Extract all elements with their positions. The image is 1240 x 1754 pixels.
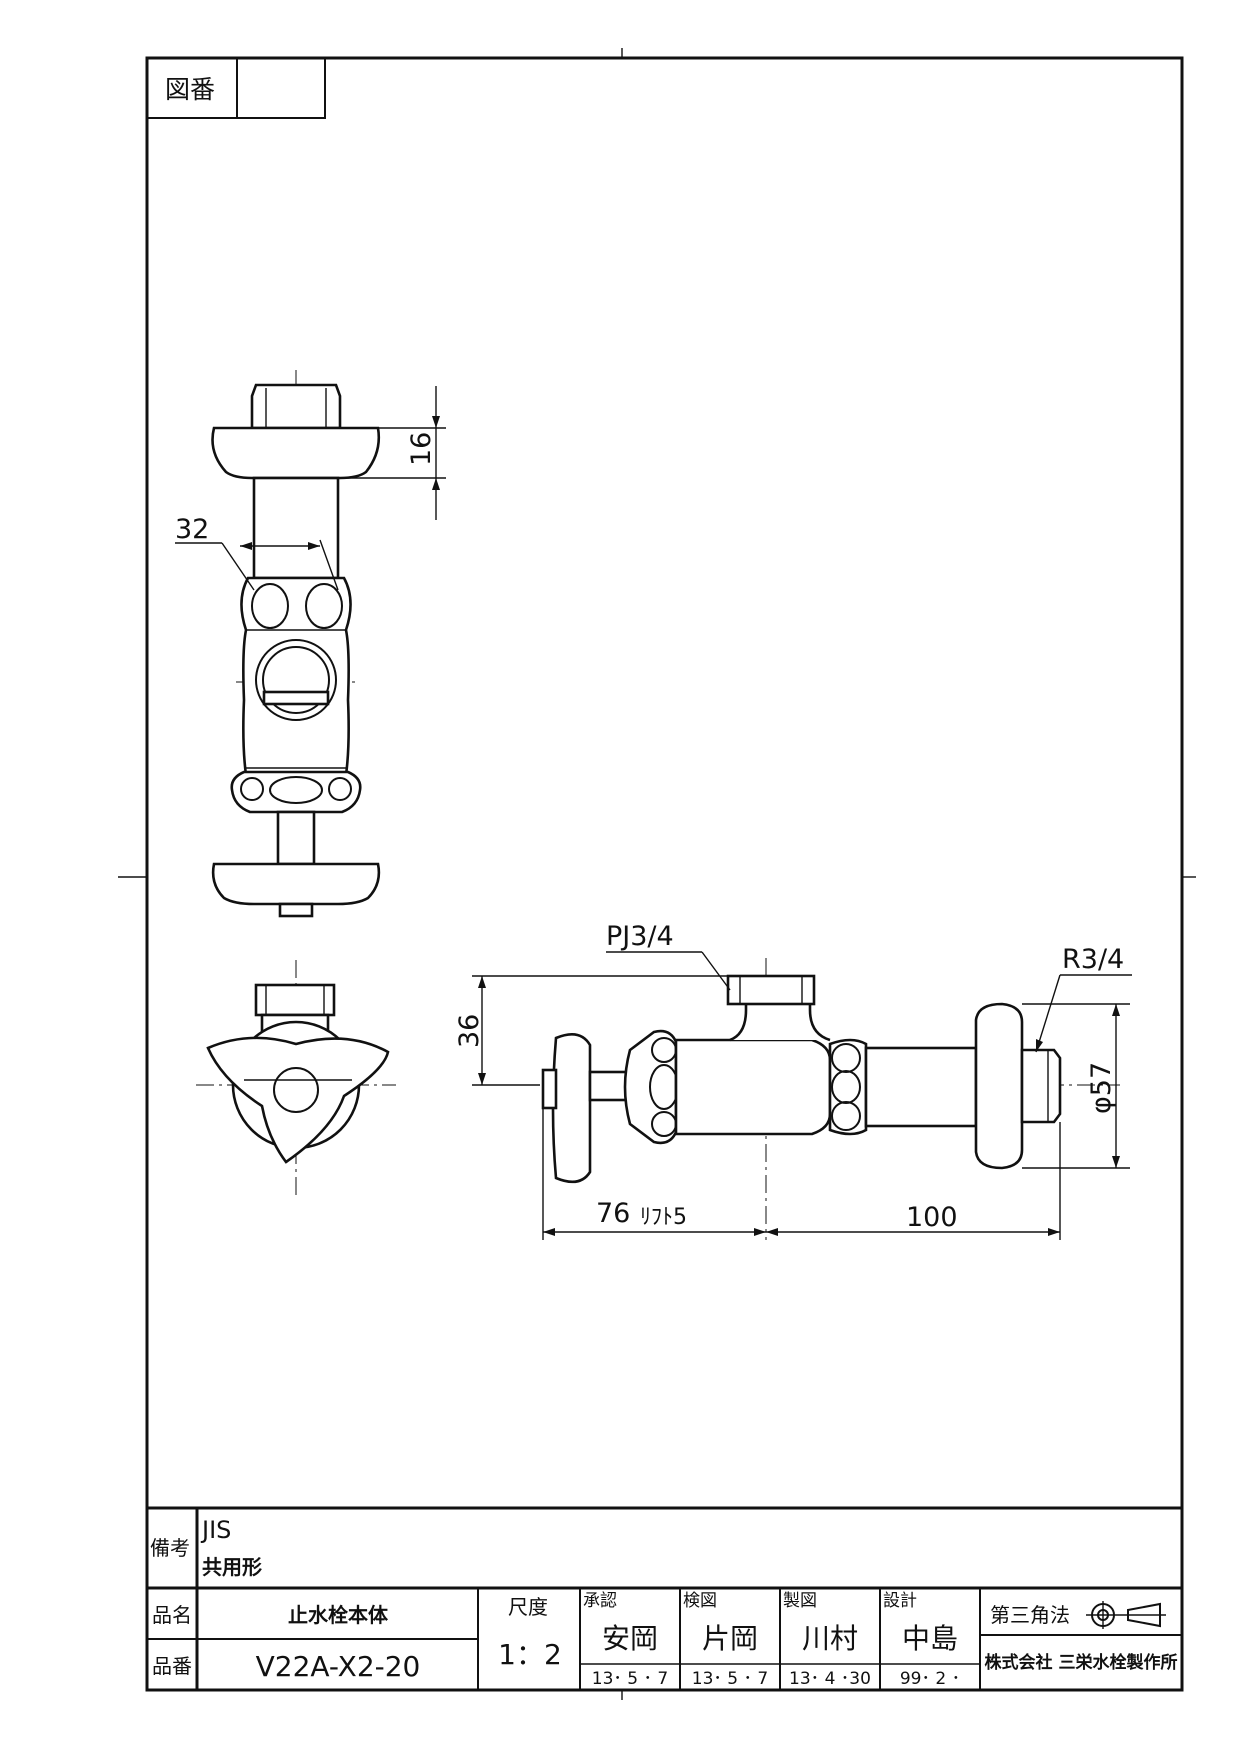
product-name-label: 品名: [152, 1603, 192, 1627]
designed-label: 設計: [883, 1591, 917, 1611]
sheet-border: [145, 56, 1184, 1692]
remarks-label: 備考: [150, 1536, 190, 1560]
product-number-label: 品番: [152, 1654, 192, 1678]
checked-name: 片岡: [702, 1622, 758, 1655]
product-number: V22A-X2-20: [256, 1650, 421, 1683]
designed-date: 99･ 2 ･: [900, 1669, 960, 1689]
top-view-dimensions: 16 32: [175, 386, 446, 591]
drawn-date: 13･ 4 ･30: [789, 1669, 871, 1689]
front-view: [196, 960, 396, 1200]
top-view: [211, 370, 381, 918]
drawing-number-box: 図番: [146, 57, 326, 119]
checked-label: 検図: [683, 1591, 717, 1611]
scale-value: 1：2: [498, 1638, 562, 1671]
approved-date: 13･ 5 ･ 7: [592, 1669, 668, 1689]
dim-height-36: 36: [454, 1014, 485, 1048]
thread-r: R3/4: [1062, 944, 1124, 975]
drawn-label: 製図: [783, 1591, 817, 1611]
dim-width-32: 32: [175, 514, 209, 545]
scale-label: 尺度: [508, 1595, 548, 1619]
designed-name: 中島: [902, 1622, 958, 1655]
checked-date: 13･ 5 ･ 7: [692, 1669, 768, 1689]
dim-height-16: 16: [406, 432, 437, 466]
thread-pj: PJ3/4: [606, 921, 674, 952]
drawn-name: 川村: [802, 1622, 858, 1655]
remarks-line2: 共用形: [202, 1555, 262, 1579]
title-block: 備考 JIS 共用形 品名 止水栓本体 品番 V22A-X2-20 尺度 1：2…: [147, 1506, 1182, 1690]
product-name: 止水栓本体: [288, 1603, 389, 1627]
approved-name: 安岡: [602, 1622, 658, 1655]
dim-length-100: 100: [906, 1202, 958, 1233]
side-view: [488, 958, 1120, 1240]
projection-label: 第三角法: [990, 1603, 1070, 1627]
company-name: 株式会社 三栄水栓製作所: [985, 1652, 1178, 1673]
dim-lift: ﾘﾌﾄ5: [640, 1205, 687, 1230]
centering-marks: [118, 48, 1196, 1700]
dim-length-76: 76: [596, 1198, 630, 1229]
dim-diameter-57: φ57: [1086, 1062, 1117, 1114]
side-view-dimensions: 36 PJ3/4 R3/4 φ57 76 ﾘﾌﾄ5 100: [454, 921, 1132, 1240]
drawing-number-label: 図番: [165, 75, 215, 104]
third-angle-projection-icon: [1086, 1601, 1166, 1629]
approved-label: 承認: [583, 1591, 617, 1611]
remarks-line1: JIS: [200, 1516, 231, 1544]
